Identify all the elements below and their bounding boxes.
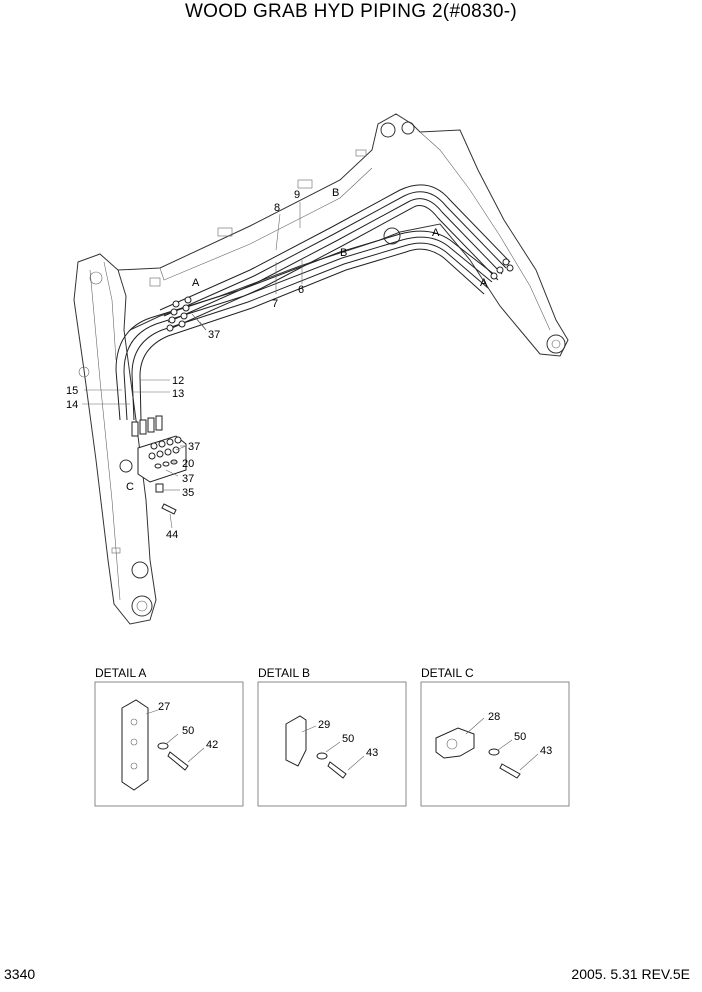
detail-a-part-1: 27 — [158, 701, 170, 713]
detail-a-part-2: 50 — [182, 725, 194, 737]
callout-7: 7 — [272, 298, 278, 310]
detail-a-part-3: 42 — [206, 739, 218, 751]
callout-a2: A — [192, 277, 200, 289]
detail-b: DETAIL B 29 50 43 — [257, 666, 407, 807]
leader-lines — [82, 202, 303, 529]
detail-c-title: DETAIL C — [421, 666, 474, 680]
callout-37c: 37 — [182, 473, 194, 485]
callout-6: 6 — [298, 284, 304, 296]
callout-20: 20 — [182, 458, 194, 470]
callout-b2: B — [340, 247, 347, 259]
detail-c-part-1: 28 — [488, 711, 500, 723]
callout-35: 35 — [182, 487, 194, 499]
detail-b-part-1: 29 — [318, 719, 330, 731]
page-number: 3340 — [4, 966, 36, 982]
page-title: WOOD GRAB HYD PIPING 2(#0830-) — [184, 1, 518, 22]
boom-structure — [73, 113, 569, 625]
detail-c: DETAIL C 28 50 43 — [420, 666, 570, 807]
callout-8: 8 — [274, 202, 280, 214]
callout-37b: 37 — [188, 441, 200, 453]
revision-date: 2005. 5.31 REV.5E — [571, 966, 690, 982]
callout-13: 13 — [172, 388, 184, 400]
detail-a: DETAIL A 27 50 42 — [94, 666, 244, 807]
callout-37a: 37 — [208, 329, 220, 341]
top-fittings — [166, 258, 514, 332]
callout-a3: A — [480, 277, 488, 289]
bracket-c — [119, 435, 187, 515]
detail-c-part-2: 50 — [514, 731, 526, 743]
detail-b-part-3: 43 — [366, 747, 378, 759]
detail-b-title: DETAIL B — [258, 666, 310, 680]
callouts: 8 9 B A B A A 7 6 37 12 13 15 14 37 20 3… — [66, 187, 488, 541]
hydraulic-hoses — [115, 184, 514, 437]
detail-c-part-3: 43 — [540, 745, 552, 757]
callout-c: C — [126, 481, 134, 493]
detail-b-part-2: 50 — [342, 733, 354, 745]
detail-a-title: DETAIL A — [95, 666, 146, 680]
callout-12: 12 — [172, 375, 184, 387]
callout-44: 44 — [166, 529, 178, 541]
callout-b1: B — [332, 187, 339, 199]
callout-a1: A — [432, 227, 440, 239]
callout-14: 14 — [66, 399, 78, 411]
callout-15: 15 — [66, 385, 78, 397]
callout-9: 9 — [294, 189, 300, 201]
